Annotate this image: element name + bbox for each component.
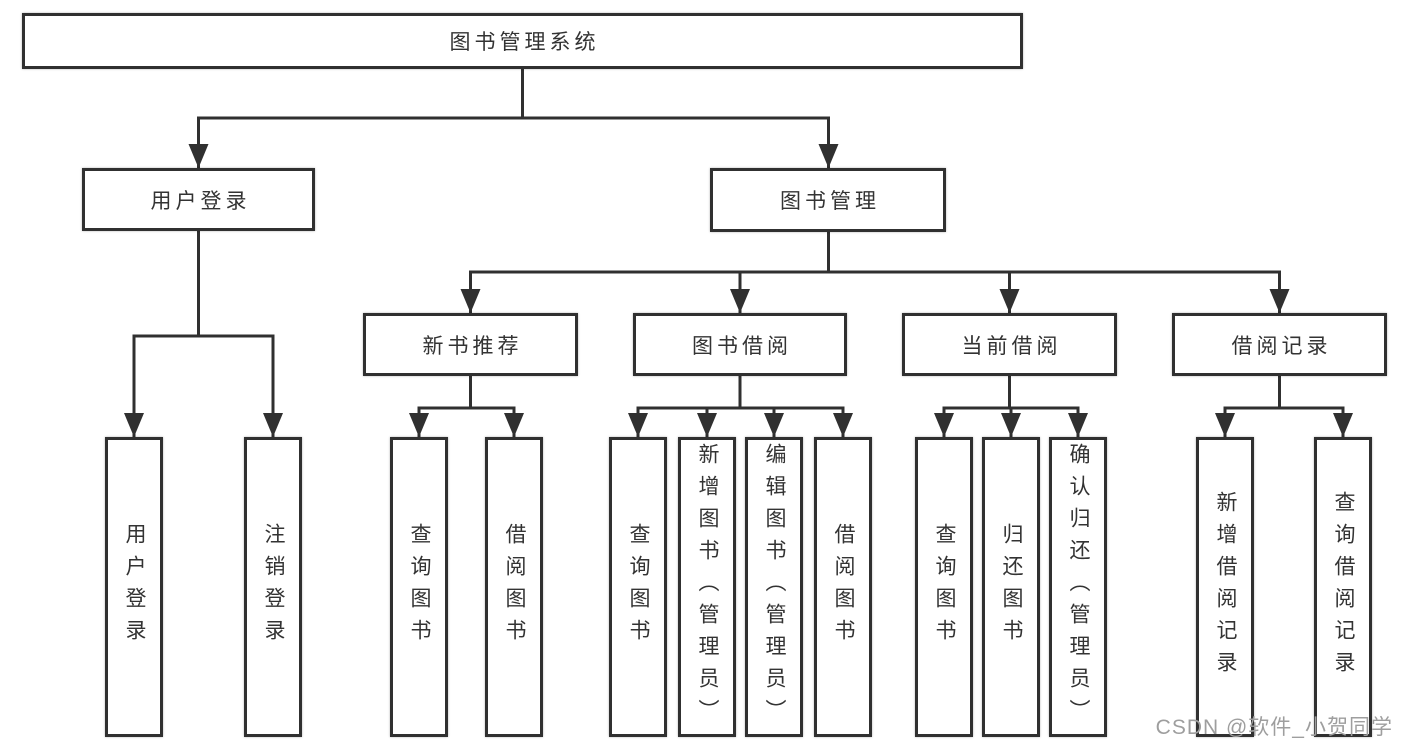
node-book-management: 图书管理 <box>710 168 946 232</box>
leaf-add-borrow-record: 新增借阅记录 <box>1196 437 1254 737</box>
leaf-edit-book-admin: 编辑图书（管理员） <box>745 437 803 737</box>
leaf-borrow-books: 借阅图书 <box>814 437 872 737</box>
leaf-query-books-borrow: 查询图书 <box>609 437 667 737</box>
node-user-login: 用户登录 <box>82 168 315 231</box>
node-new-book-recommend: 新书推荐 <box>363 313 578 376</box>
leaf-add-book-admin: 新增图书（管理员） <box>678 437 736 737</box>
node-current-borrow: 当前借阅 <box>902 313 1117 376</box>
leaf-query-borrow-record: 查询借阅记录 <box>1314 437 1372 737</box>
leaf-confirm-return-admin: 确认归还（管理员） <box>1049 437 1107 737</box>
csdn-watermark: CSDN @软件_小贺同学 <box>1155 716 1393 739</box>
node-library-management-system: 图书管理系统 <box>22 13 1023 69</box>
leaf-logout: 注销登录 <box>244 437 302 737</box>
node-borrow-records: 借阅记录 <box>1172 313 1387 376</box>
leaf-borrow-books-recommend: 借阅图书 <box>485 437 543 737</box>
leaf-query-books-current: 查询图书 <box>915 437 973 737</box>
leaf-query-books-recommend: 查询图书 <box>390 437 448 737</box>
node-book-borrow: 图书借阅 <box>633 313 847 376</box>
leaf-return-books: 归还图书 <box>982 437 1040 737</box>
leaf-user-login: 用户登录 <box>105 437 163 737</box>
